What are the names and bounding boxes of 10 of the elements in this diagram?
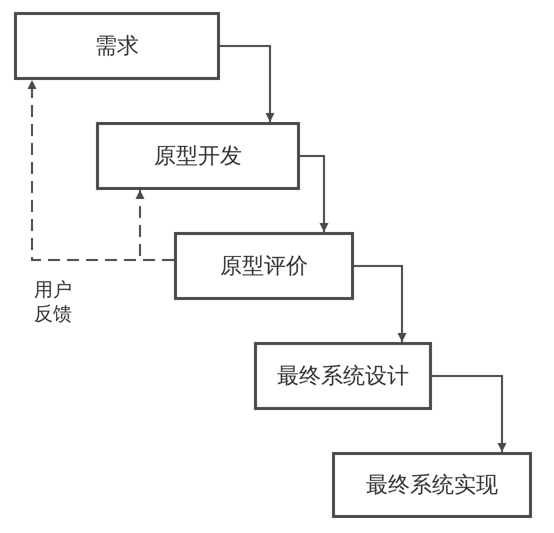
process-box: 需求 xyxy=(14,12,220,80)
process-box: 最终系统实现 xyxy=(332,452,532,518)
arrow xyxy=(220,45,274,122)
process-box: 原型评价 xyxy=(174,232,354,300)
process-box: 最终系统设计 xyxy=(254,342,432,410)
arrow xyxy=(300,155,328,232)
arrow xyxy=(354,265,406,342)
arrow xyxy=(432,375,506,452)
feedback-label: 用户反馈 xyxy=(34,278,73,326)
process-box: 原型开发 xyxy=(96,122,300,190)
